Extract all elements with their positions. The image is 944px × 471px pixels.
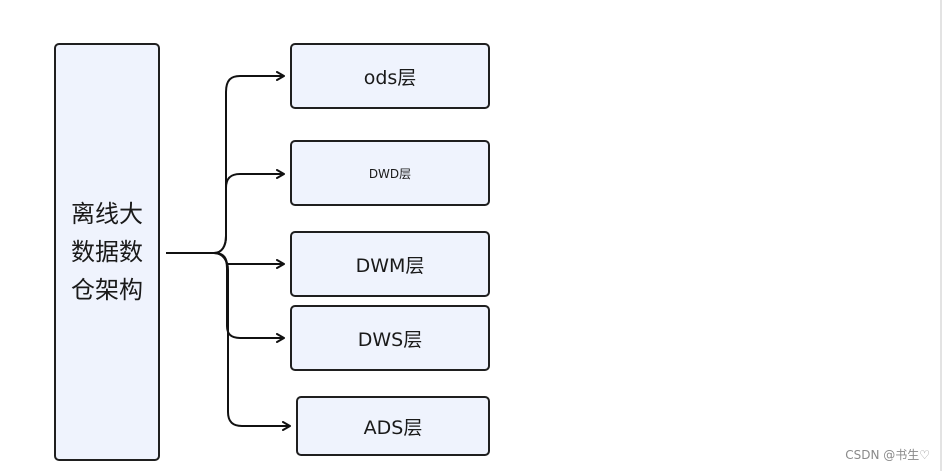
node-dwd: DWD层 — [290, 140, 490, 206]
page-right-border — [940, 0, 942, 471]
connector-to-ads — [213, 252, 291, 431]
root-node-label: 离线大数据数仓架构 — [71, 200, 143, 304]
node-ads-label: ADS层 — [363, 416, 423, 439]
node-ods-label: ods层 — [363, 66, 417, 89]
root-node: 离线大数据数仓架构 — [54, 43, 160, 461]
node-ods: ods层 — [290, 43, 490, 109]
connector-to-dwd — [213, 169, 285, 254]
node-dws-label: DWS层 — [357, 328, 423, 351]
node-ads: ADS层 — [296, 396, 490, 456]
node-dwm-label: DWM层 — [355, 254, 425, 277]
node-dwd-label: DWD层 — [368, 166, 412, 181]
connector-to-ods — [213, 71, 285, 254]
watermark: CSDN @书生♡ — [845, 448, 930, 462]
connector-to-dws — [213, 252, 285, 343]
node-dwm: DWM层 — [290, 231, 490, 297]
node-dws: DWS层 — [290, 305, 490, 371]
